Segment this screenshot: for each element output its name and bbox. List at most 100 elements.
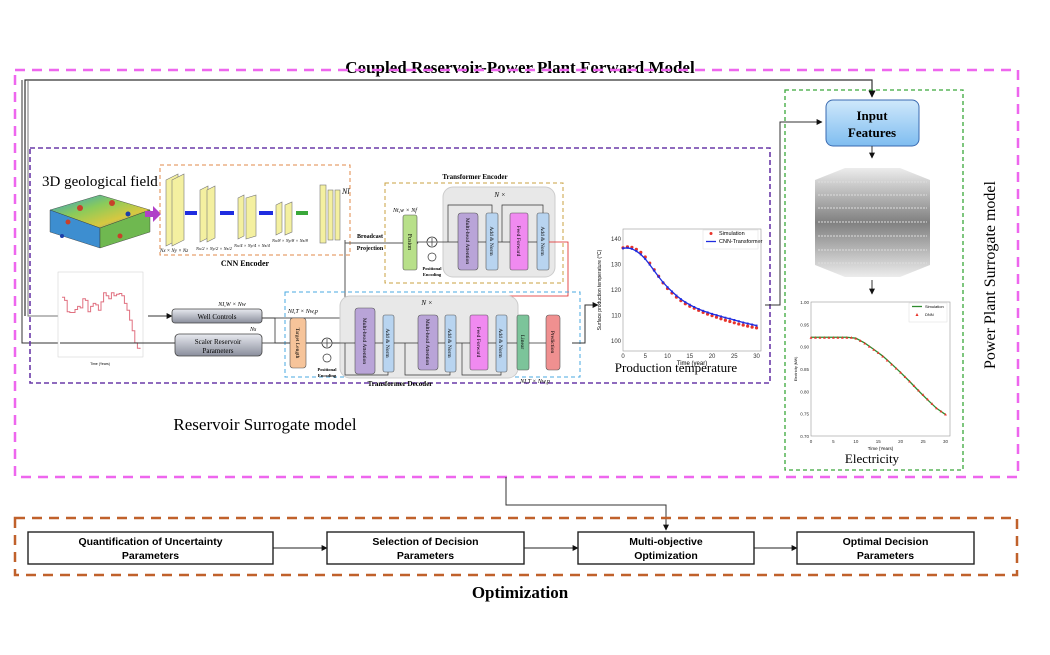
encoder-pos-enc-line2: Encoding <box>423 272 442 277</box>
data-point <box>732 321 736 325</box>
projection-label: Projection <box>357 246 384 252</box>
data-point <box>827 336 831 339</box>
data-point <box>930 402 934 405</box>
data-point <box>648 263 651 266</box>
data-point <box>746 322 749 325</box>
data-point <box>840 336 844 339</box>
data-point <box>894 366 898 370</box>
encoder-addnorm-1[interactable]: Add & Norm <box>485 212 499 271</box>
decoder-linear-block[interactable]: Linear <box>516 314 530 371</box>
decoder-prediction-block[interactable]: Prediction <box>545 314 561 371</box>
cnn-dim-4: Nx/8 × Ny/8 × Nz/8 <box>271 238 309 243</box>
data-point <box>693 306 696 309</box>
data-point <box>670 290 673 293</box>
scaler-params-line1: Scaler Reservoir <box>195 338 242 346</box>
data-point <box>881 354 885 358</box>
decoder-pos-enc-line2: Encoding <box>318 373 337 378</box>
legend-box <box>702 229 759 250</box>
data-point <box>823 336 826 339</box>
data-point <box>750 325 754 329</box>
data-point <box>697 308 700 311</box>
data-point <box>903 375 907 379</box>
decoder-mha-2-block[interactable]: Multi-head Attention <box>417 314 439 371</box>
x-tick-label: 30 <box>943 439 949 444</box>
decoder-prediction-label: Prediction <box>549 331 555 354</box>
data-point <box>644 257 647 260</box>
power-plant-surrogate-title: Power Plant Surrogate model <box>982 180 999 369</box>
encoder-feedforward-block[interactable]: Feed Forward <box>509 212 529 271</box>
data-point <box>908 379 912 383</box>
y-tick-label: 0.70 <box>800 434 809 439</box>
encoder-ff-label: Feed Forward <box>515 226 521 257</box>
decoder-mha-1-block[interactable]: Multi-head Attention <box>354 307 376 375</box>
y-tick-label: 1.00 <box>800 300 809 305</box>
encoder-mha-block[interactable]: Multi-head Attention <box>457 212 479 271</box>
encoder-addnorm-2-label: Add & Norm <box>539 226 545 256</box>
y-tick-label: 120 <box>611 288 622 294</box>
power-plant-surrogate-boundary <box>784 89 964 471</box>
cnn-encoder-boundary <box>159 164 351 256</box>
y-tick-label: 140 <box>611 237 622 243</box>
target-length-block[interactable]: Target Length <box>289 317 307 369</box>
data-point <box>719 315 722 318</box>
decoder-linear-label: Linear <box>519 335 525 350</box>
decoder-addnorm-1[interactable]: Add & Norm <box>382 314 395 373</box>
geo-field-image <box>49 194 151 249</box>
data-point <box>724 316 727 319</box>
data-point <box>742 321 745 324</box>
cnn-dim-1: Nx × Ny × Nz <box>159 249 188 254</box>
optimization-step-label: Parameters <box>397 550 454 562</box>
data-point <box>890 362 894 366</box>
data-point <box>737 322 741 326</box>
data-point <box>684 301 687 304</box>
input-features-box[interactable]: Input Features <box>825 99 920 147</box>
data-point <box>728 317 731 320</box>
data-point <box>653 269 656 272</box>
connector-left-bottom <box>21 80 60 344</box>
decoder-mha-1-label: Multi-head Attention <box>361 318 367 365</box>
cnn-encoder-label: CNN Encoder <box>221 259 270 268</box>
decoder-mha-2-label: Multi-head Attention <box>424 319 430 366</box>
decoder-addnorm-3[interactable]: Add & Norm <box>495 314 508 373</box>
legend-label: Simulation <box>719 231 745 237</box>
target-length-label: Target Length <box>294 328 300 359</box>
optimization-step-box <box>326 531 525 565</box>
decoder-feedforward-block[interactable]: Feed Forward <box>469 314 489 371</box>
encoder-fusion-block[interactable]: Fusion <box>402 214 418 271</box>
connector-left <box>27 80 60 317</box>
scaler-params-line2: Parameters <box>202 347 233 355</box>
data-point <box>666 286 669 289</box>
plot-area <box>810 301 951 437</box>
x-tick-label: 5 <box>832 439 835 444</box>
data-point <box>626 246 629 249</box>
x-axis-label: Time (Years) <box>868 446 894 451</box>
data-point <box>737 320 740 323</box>
data-point <box>836 336 840 339</box>
connector-decoder-to-chart <box>572 302 599 344</box>
decoder-output-dim: NI,T × Nw,p <box>519 379 550 385</box>
encoder-addnorm-2[interactable]: Add & Norm <box>536 212 550 271</box>
optimization-title: Optimization <box>472 583 569 602</box>
data-point <box>639 253 642 256</box>
data-point <box>809 336 813 339</box>
y-tick-label: 100 <box>611 339 622 345</box>
data-point <box>679 298 682 301</box>
decoder-addnorm-2[interactable]: Add & Norm <box>444 314 457 373</box>
legend-box <box>908 302 948 323</box>
y-tick-label: 0.80 <box>800 389 809 394</box>
data-point <box>675 294 678 297</box>
optimization-step-box <box>577 531 755 565</box>
data-point <box>935 406 938 410</box>
data-point <box>733 318 736 321</box>
optimization-step-box <box>796 531 975 565</box>
dnn-network-graphic <box>815 168 930 277</box>
scaler-params-box[interactable] <box>174 333 263 357</box>
y-axis-label: Surface production temperature (°C) <box>597 249 603 330</box>
y-axis-label: Electricity (MW) <box>794 357 798 382</box>
well-controls-box[interactable] <box>171 308 263 324</box>
